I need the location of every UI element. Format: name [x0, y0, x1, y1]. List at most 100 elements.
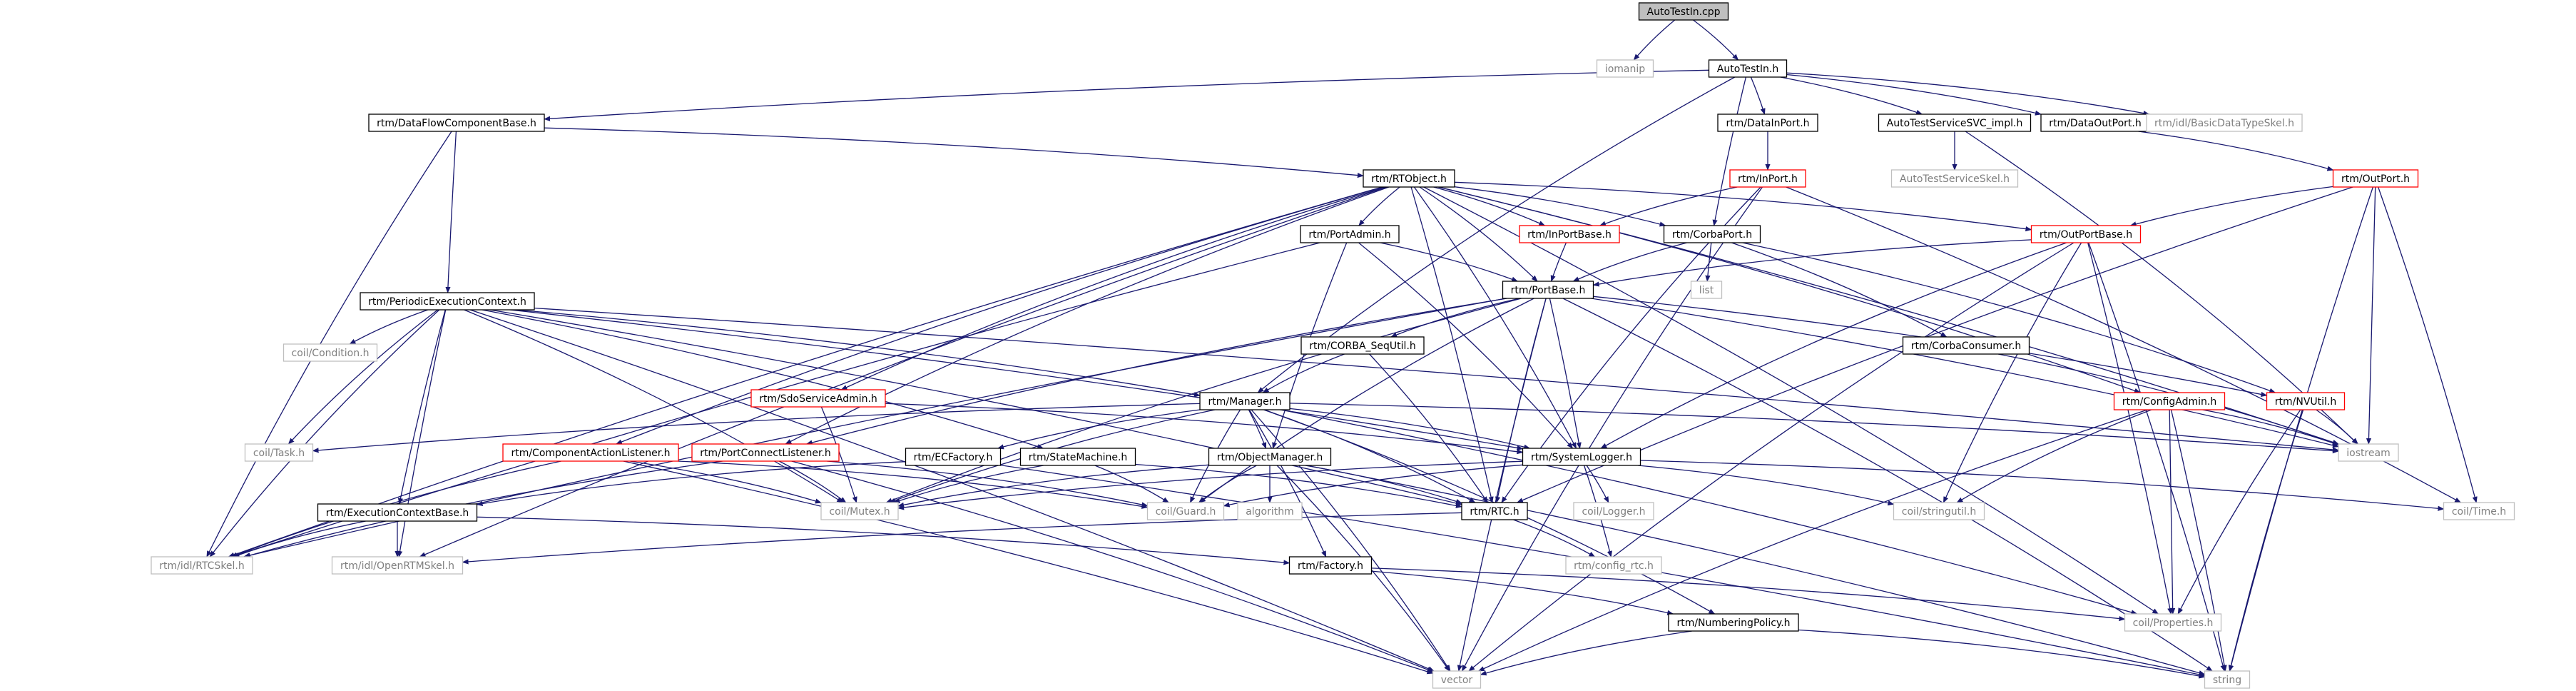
node-label: rtm/RTC.h: [1470, 506, 1519, 518]
edge-portbase_h-to-guard_h: [1198, 298, 1534, 503]
edge-configadmin_h-to-vector: [1477, 409, 2148, 672]
edge-manager_h-to-factory_h: [1248, 409, 1327, 558]
node-label: list: [1699, 285, 1714, 296]
node-box: [317, 503, 478, 522]
edge-rtobject_h-to-portadmin_h: [1358, 186, 1400, 226]
node-sdoserviceadmin-h[interactable]: rtm/SdoServiceAdmin.h: [750, 389, 886, 408]
edge-systemlogger_h-to-logger_h: [1586, 465, 1609, 503]
node-executioncontextbase-h[interactable]: rtm/ExecutionContextBase.h: [317, 503, 478, 522]
node-corbaconsumer-h[interactable]: rtm/CorbaConsumer.h: [1902, 336, 2030, 355]
node-autotestservicesvc-impl-h[interactable]: AutoTestServiceSVC_impl.h: [1878, 114, 2032, 132]
node-label: rtm/OutPort.h: [2341, 173, 2410, 185]
edge-statemachine_h-to-rtc_h: [1135, 463, 1462, 508]
node-label: rtm/DataOutPort.h: [2049, 118, 2142, 129]
edge-rtobject_h-to-properties_h: [1423, 186, 2159, 615]
edge-outportbase_h-to-stringutil_h: [1943, 242, 2082, 503]
node-autotestserviceskel-h: AutoTestServiceSkel.h: [1890, 169, 2019, 188]
node-portconnectlistener-h[interactable]: rtm/PortConnectListener.h: [691, 443, 840, 462]
node-label: rtm/DataFlowComponentBase.h: [377, 118, 536, 129]
node-componentactionlistener-h[interactable]: rtm/ComponentActionListener.h: [502, 443, 679, 462]
node-label: AutoTestIn.cpp: [1647, 6, 1721, 18]
node-label: rtm/InPortBase.h: [1527, 229, 1612, 241]
node-box: [2124, 613, 2222, 632]
edge-inportbase_h-to-portbase_h: [1550, 242, 1567, 282]
edge-objectmanager_h-to-string: [1306, 465, 2206, 676]
edge-portbase_h-to-iostream: [1591, 298, 2339, 448]
node-label: rtm/PortBase.h: [1511, 285, 1586, 296]
edge-outport_h-to-outportbase_h: [2129, 186, 2333, 227]
edge-periodicexecutioncontext_h-to-manager_h: [515, 309, 1201, 398]
edge-configadmin_h-to-string: [2170, 409, 2227, 672]
node-condition-h: coil/Condition.h: [282, 343, 378, 362]
node-box: [820, 502, 899, 520]
node-corba-sequtil-h[interactable]: rtm/CORBA_SeqUtil.h: [1300, 336, 1425, 355]
node-inportbase-h[interactable]: rtm/InPortBase.h: [1519, 225, 1620, 243]
node-rtobject-h[interactable]: rtm/RTObject.h: [1363, 169, 1455, 188]
node-numberingpolicy-h[interactable]: rtm/NumberingPolicy.h: [1668, 613, 1799, 632]
node-rtc-h[interactable]: rtm/RTC.h: [1461, 502, 1528, 520]
node-datainport-h[interactable]: rtm/DataInPort.h: [1717, 114, 1818, 132]
edge-dataflowcomponentbase_h-to-rtobject_h: [544, 127, 1364, 178]
edge-corba_sequtil_h-to-manager_h: [1262, 353, 1345, 393]
node-label: rtm/PeriodicExecutionContext.h: [368, 296, 526, 308]
node-dataflowcomponentbase-h[interactable]: rtm/DataFlowComponentBase.h: [368, 114, 545, 132]
edge-portconnectlistener_h-to-guard_h: [827, 460, 1149, 508]
edge-manager_h-to-properties_h: [1281, 409, 2138, 615]
edge-outportbase_h-to-systemlogger_h: [1600, 242, 2067, 449]
node-configadmin-h[interactable]: rtm/ConfigAdmin.h: [2113, 392, 2226, 410]
edge-inport_h-to-vector: [1461, 186, 1763, 672]
node-nvutil-h[interactable]: rtm/NVUtil.h: [2266, 392, 2346, 410]
edge-executioncontextbase_h-to-factory_h: [477, 516, 1290, 565]
node-box: [244, 443, 314, 462]
node-label: algorithm: [1246, 506, 1294, 518]
node-autotestin-cpp[interactable]: AutoTestIn.cpp: [1638, 2, 1729, 21]
edge-rtc_h-to-openrtmskel_h: [462, 512, 1462, 565]
edge-manager_h-to-systemlogger_h: [1289, 408, 1531, 450]
edge-portadmin_h-to-portbase_h: [1380, 242, 1519, 282]
node-statemachine-h[interactable]: rtm/StateMachine.h: [1019, 448, 1136, 466]
edge-portbase_h-to-portconnectlistener_h: [805, 298, 1507, 445]
node-systemlogger-h[interactable]: rtm/SystemLogger.h: [1522, 448, 1641, 466]
edge-autotestin_h-to-dataflowcomponentbase_h: [544, 69, 1709, 121]
node-periodicexecutioncontext-h[interactable]: rtm/PeriodicExecutionContext.h: [360, 292, 535, 311]
edge-systemlogger_h-to-guard_h: [1223, 464, 1523, 508]
edge-periodicexecutioncontext_h-to-vector: [469, 309, 1435, 672]
node-outportbase-h[interactable]: rtm/OutPortBase.h: [2030, 225, 2142, 243]
edge-periodicexecutioncontext_h-to-iostream: [534, 307, 2339, 453]
node-ecfactory-h[interactable]: rtm/ECFactory.h: [905, 448, 1002, 466]
node-label: rtm/config_rtc.h: [1574, 560, 1654, 572]
node-label: AutoTestIn.h: [1717, 64, 1778, 75]
node-factory-h[interactable]: rtm/Factory.h: [1288, 556, 1373, 575]
node-box: [750, 389, 886, 408]
edge-objectmanager_h-to-guard_h: [1198, 465, 1257, 503]
edge-periodicexecutioncontext_h-to-statemachine_h: [482, 309, 1044, 449]
node-box: [1668, 613, 1799, 632]
node-objectmanager-h[interactable]: rtm/ObjectManager.h: [1208, 448, 1332, 466]
node-box: [1300, 225, 1400, 243]
node-outport-h[interactable]: rtm/OutPort.h: [2332, 169, 2419, 188]
node-portadmin-h[interactable]: rtm/PortAdmin.h: [1300, 225, 1400, 243]
node-task-h: coil/Task.h: [244, 443, 314, 462]
node-label: rtm/InPort.h: [1738, 173, 1798, 185]
node-box: [1432, 670, 1482, 689]
node-label: rtm/Factory.h: [1298, 560, 1363, 572]
node-portbase-h[interactable]: rtm/PortBase.h: [1502, 281, 1594, 299]
node-manager-h[interactable]: rtm/Manager.h: [1199, 392, 1290, 410]
node-label: iomanip: [1605, 64, 1645, 75]
edge-outportbase_h-to-properties_h: [2087, 242, 2173, 615]
node-inport-h[interactable]: rtm/InPort.h: [1729, 169, 1806, 188]
node-corbaport-h[interactable]: rtm/CorbaPort.h: [1663, 225, 1761, 243]
node-autotestin-h[interactable]: AutoTestIn.h: [1708, 59, 1788, 78]
node-dataoutport-h[interactable]: rtm/DataOutPort.h: [2040, 114, 2150, 132]
edge-systemlogger_h-to-stringutil_h: [1638, 465, 1895, 506]
edge-rtobject_h-to-inportbase_h: [1433, 186, 1546, 226]
edge-outportbase_h-to-string: [2088, 242, 2226, 672]
node-box: [2030, 225, 2142, 243]
edge-periodicexecutioncontext_h-to-task_h: [287, 309, 438, 445]
node-label: rtm/ConfigAdmin.h: [2122, 396, 2216, 408]
node-label: rtm/OutPortBase.h: [2040, 229, 2132, 241]
edge-inport_h-to-inportbase_h: [1599, 186, 1738, 226]
node-label: rtm/NumberingPolicy.h: [1676, 617, 1790, 629]
node-label: coil/stringutil.h: [1902, 506, 1976, 518]
